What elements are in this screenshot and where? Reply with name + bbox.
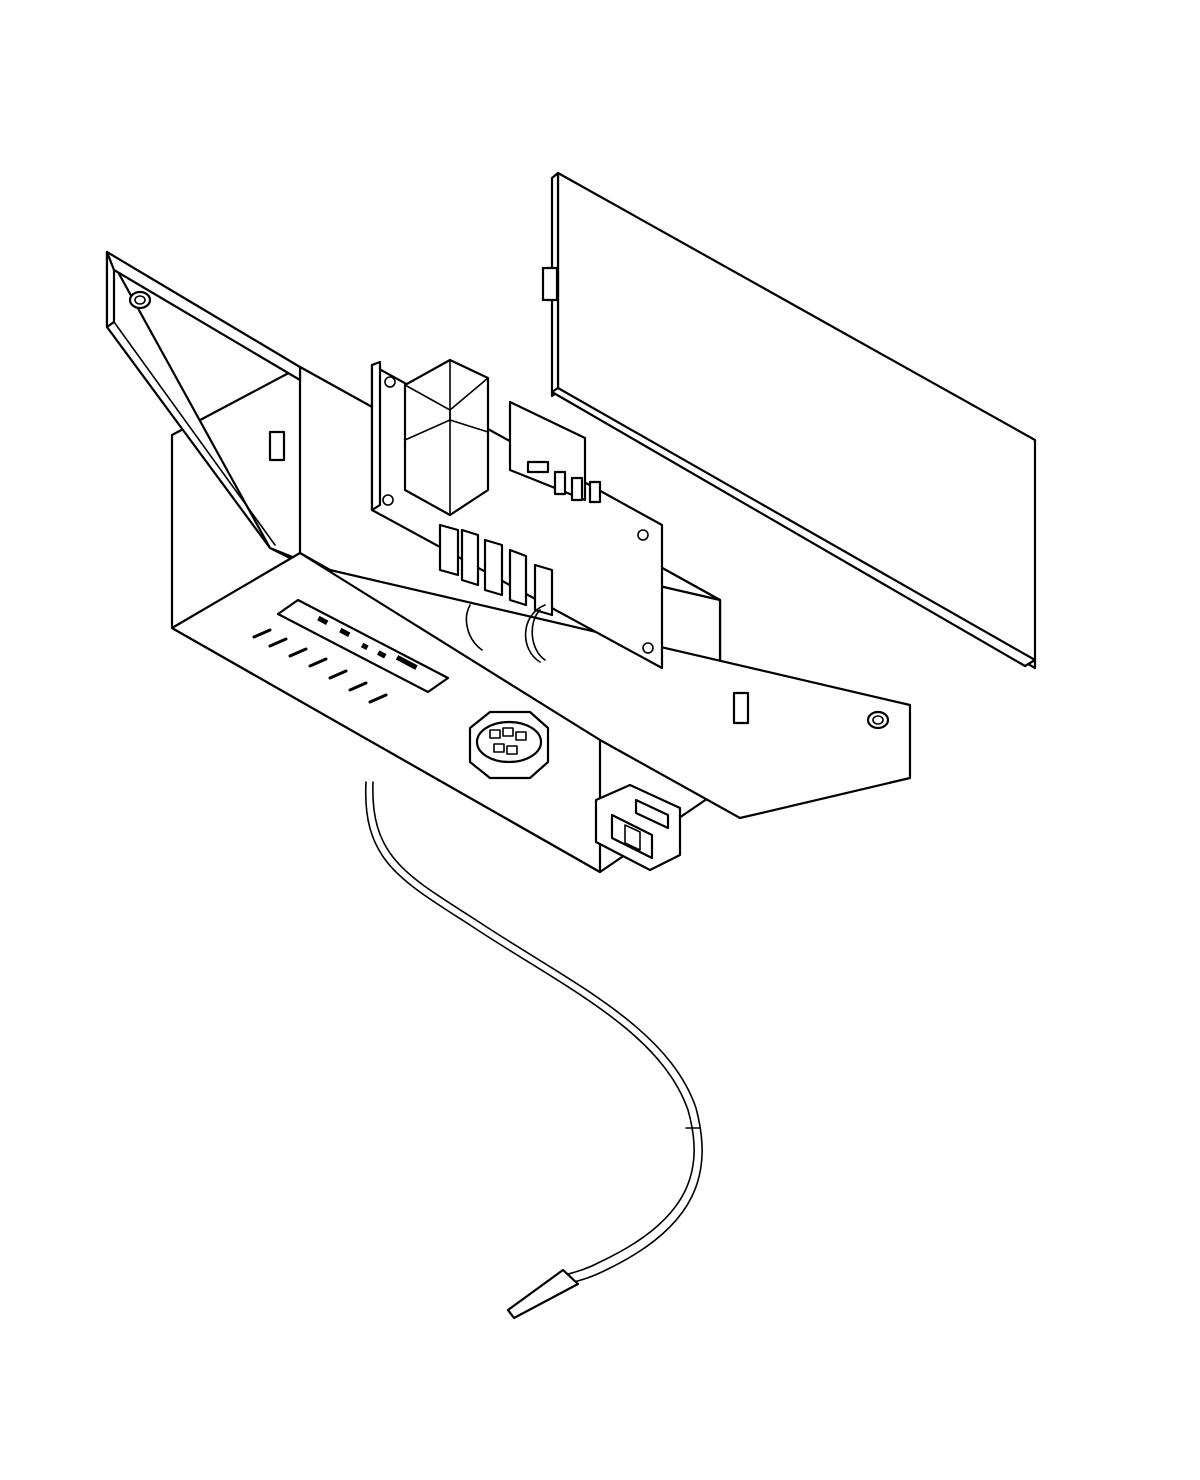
square-connector-socket: [610, 813, 654, 860]
board-wire-2: [524, 604, 546, 663]
spade-terminal-4: [508, 548, 528, 607]
spade-terminal-5: [533, 563, 554, 617]
led-slot-3: [288, 647, 308, 658]
board-screw-1: [384, 376, 396, 388]
temperature-probe: [364, 781, 703, 1320]
circuit-board: [370, 358, 664, 670]
screw-hole-right: [866, 710, 890, 730]
housing-front: [170, 551, 602, 874]
screw-hole-left-inner: [134, 295, 146, 305]
board-screw-2: [382, 494, 394, 506]
mounting-bracket: [105, 250, 912, 820]
spade-terminal-2: [460, 528, 480, 587]
round-connector-pins: [489, 727, 527, 755]
led-slot-1: [252, 628, 272, 639]
board-screw-3: [637, 529, 649, 541]
board-terminal-small-3: [570, 476, 584, 502]
screw-hole-left: [128, 290, 152, 310]
board-terminal-small-1: [526, 460, 550, 474]
led-slot-lights: [252, 628, 388, 704]
board-screw-4: [642, 642, 654, 654]
bracket-slot-left: [268, 430, 286, 462]
led-slot-5: [328, 669, 348, 680]
probe-cable-inner: [372, 781, 703, 1284]
spade-terminal-3: [483, 538, 504, 597]
board-terminal-small-2: [553, 470, 567, 496]
board-edge: [370, 360, 382, 512]
housing-front-face: [170, 551, 602, 874]
board-wire-1: [465, 604, 483, 651]
led-slot-2: [268, 637, 288, 648]
cover-panel: [541, 171, 1037, 670]
relay: [403, 358, 490, 517]
led-slot-4: [308, 657, 328, 668]
indicator-symbols: [317, 615, 418, 670]
probe-tip: [506, 1268, 580, 1320]
bracket-bevel: [113, 321, 276, 546]
probe-cable-outer: [364, 781, 695, 1276]
cover-panel-bottom-edge: [550, 386, 1037, 668]
round-connector: [468, 710, 550, 780]
board-back-block: [508, 400, 587, 502]
board-terminal-small-4: [588, 480, 602, 504]
screw-hole-right-inner: [872, 715, 884, 725]
bracket-slot-right: [732, 691, 750, 725]
square-connector: [594, 783, 682, 872]
spade-terminal-1: [438, 523, 460, 577]
led-slot-6: [348, 681, 368, 692]
board-wire-3: [531, 609, 546, 661]
relay-body: [403, 358, 490, 517]
spade-terminals: [438, 523, 554, 617]
cover-panel-tab: [541, 266, 559, 302]
square-connector-pin: [624, 824, 641, 851]
led-slot-7: [368, 693, 388, 704]
bracket-plate: [105, 250, 912, 820]
square-connector-latch: [634, 798, 670, 830]
bracket-top-flange: [105, 250, 302, 382]
